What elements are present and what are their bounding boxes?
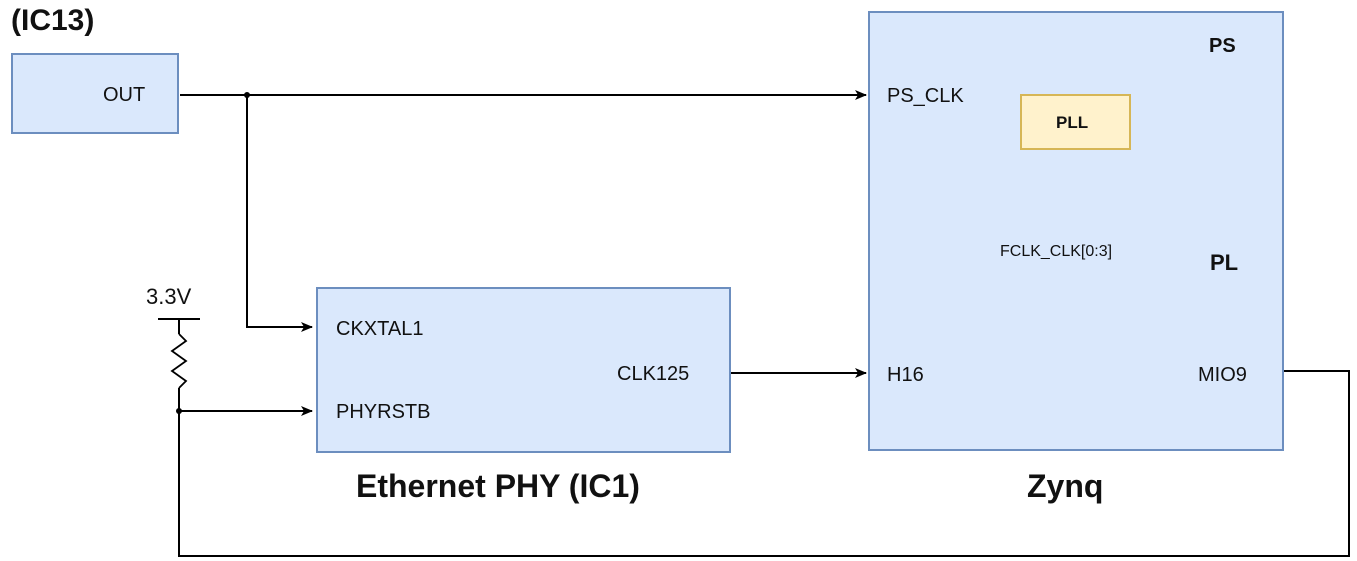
ethernet-phy-title: Ethernet PHY (IC1): [356, 468, 640, 504]
pl-region-label: PL: [1210, 250, 1239, 275]
pin-ckxtal1-label: CKXTAL1: [336, 318, 424, 340]
wire-out-to-ckxtal1: [246, 95, 313, 332]
supply-voltage-label: 3.3V: [146, 284, 192, 309]
pin-phyrstb-label: PHYRSTB: [336, 401, 431, 423]
oscillator-title: (IC13): [11, 4, 95, 37]
wire-mio9-to-phyrstb: [178, 370, 1350, 557]
pll-label: PLL: [1056, 113, 1089, 132]
pull-up-resistor: [170, 333, 188, 389]
junction-dot-reset: [176, 408, 182, 414]
pin-ps-clk-label: PS_CLK: [887, 85, 964, 107]
pin-mio9-label: MIO9: [1198, 364, 1247, 386]
zynq-title: Zynq: [1027, 468, 1104, 504]
pin-out-label: OUT: [103, 84, 146, 106]
zynq-block: [868, 11, 1284, 451]
pin-clk125-label: CLK125: [617, 363, 690, 385]
ethernet-phy-block: [316, 287, 731, 453]
fclk-clk-label: FCLK_CLK[0:3]: [1000, 243, 1113, 260]
oscillator-block: [11, 53, 179, 134]
pin-h16-label: H16: [887, 364, 924, 386]
junction-dot-out: [244, 92, 250, 98]
pll-block: [1020, 94, 1131, 150]
ps-region-label: PS: [1209, 35, 1236, 57]
